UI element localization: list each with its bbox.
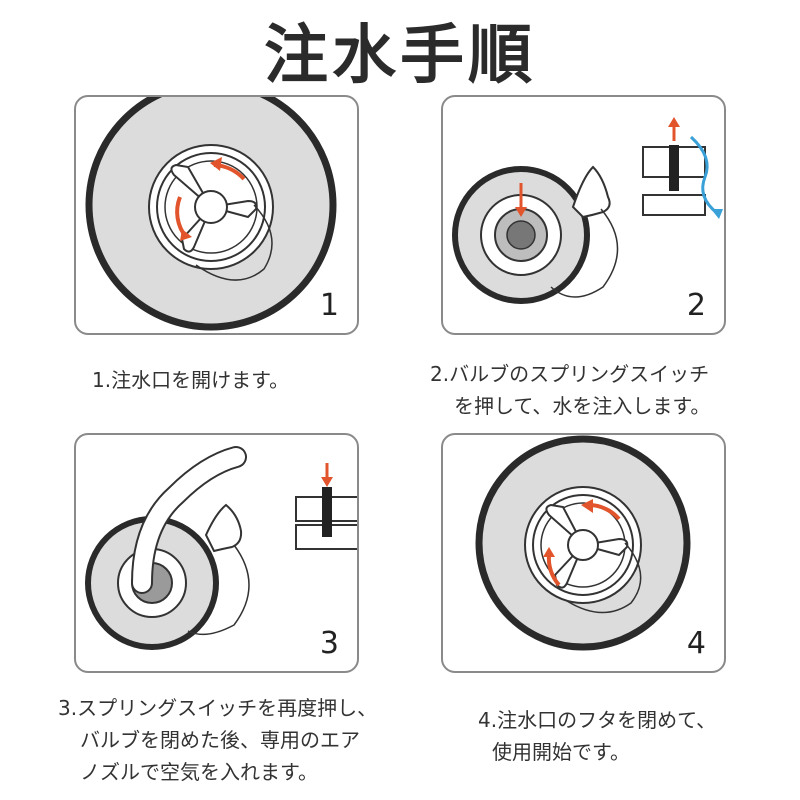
valve-button <box>506 220 536 250</box>
step-4-illustration <box>475 435 691 651</box>
water-flow <box>689 135 718 215</box>
step-4-panel: 4 <box>441 433 726 673</box>
caption-line: を押して、水を注入します。 <box>454 394 711 418</box>
caption-line: バルブを閉めた後、専用のエア <box>80 728 360 752</box>
step-2-panel: 2 <box>441 95 726 335</box>
step-3-panel: 3 <box>74 433 359 673</box>
caption-line: 使用開始です。 <box>492 740 630 764</box>
valve-ring-inner <box>156 152 266 262</box>
air-nozzle <box>133 448 245 592</box>
step-4-caption: 4.注水口のフタを閉めて、 使用開始です。 <box>478 704 716 768</box>
step-number: 2 <box>686 288 706 323</box>
valve-cap-open <box>571 165 611 219</box>
step-1-panel: 1 <box>74 95 359 335</box>
step-number: 3 <box>319 626 339 661</box>
step-3-caption: 3.スプリングスイッチを再度押し、 バルブを閉めた後、専用のエア ノズルで空気を… <box>58 692 377 788</box>
step-2-caption: 2.バルブのスプリングスイッチ を押して、水を注入します。 <box>430 358 710 422</box>
valve-cross-section <box>295 463 357 550</box>
valve-cross-section <box>642 117 723 219</box>
step-1-illustration <box>85 97 337 331</box>
step-3-illustration <box>85 446 357 650</box>
valve-strap <box>195 204 273 281</box>
caption-line: 2.バルブのスプリングスイッチ <box>430 362 710 386</box>
caption-line: ノズルで空気を入れます。 <box>80 760 318 784</box>
caption-line: 3.スプリングスイッチを再度押し、 <box>58 696 378 720</box>
step-2-illustration <box>452 117 723 304</box>
step-number: 4 <box>686 626 706 661</box>
page-title: 注水手順 <box>264 19 536 93</box>
caption-line: 1.注水口を開けます。 <box>92 368 290 392</box>
caption-line: 4.注水口のフタを閉めて、 <box>478 708 717 732</box>
rotate-arrow <box>546 554 561 587</box>
valve-cap <box>170 163 258 253</box>
step-1-caption: 1.注水口を開けます。 <box>92 364 289 396</box>
step-number: 1 <box>319 288 339 323</box>
valve-cap-open <box>204 503 243 553</box>
